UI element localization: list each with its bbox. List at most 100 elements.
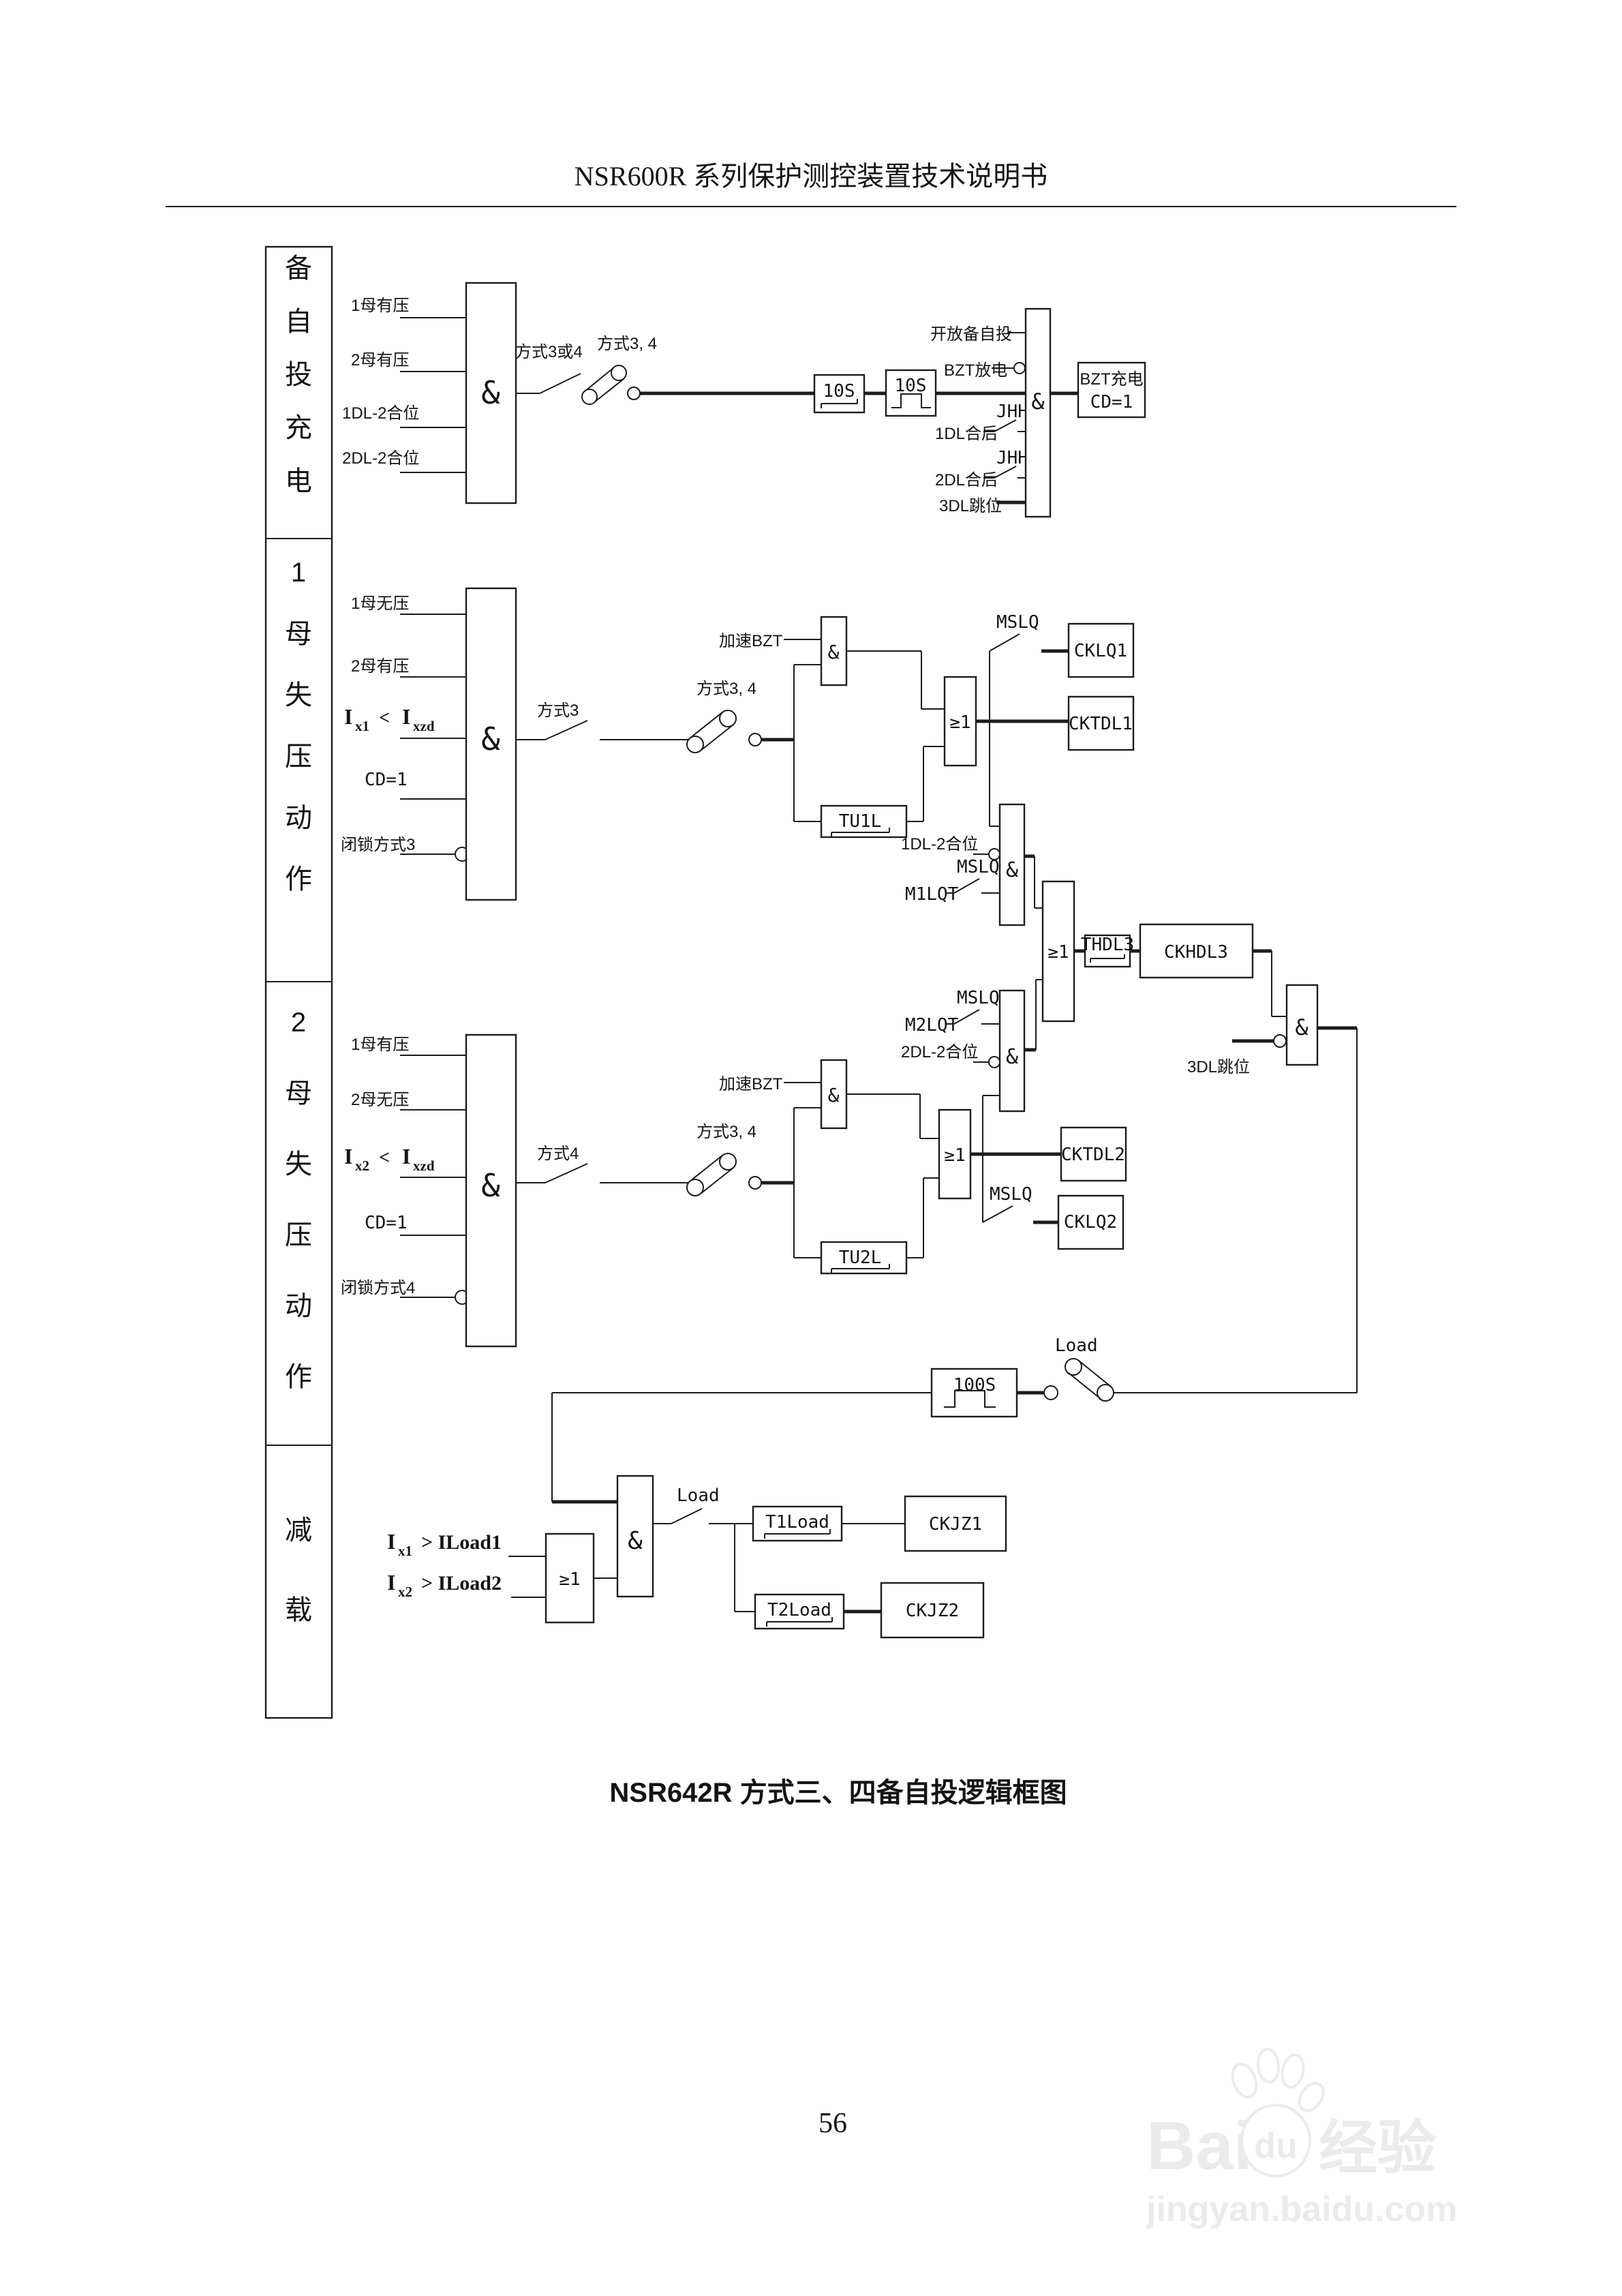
- mslq-switch-icon: [989, 633, 1020, 721]
- ix2-threshold-label: I x2 < I xzd: [344, 1144, 435, 1174]
- jhh-switch-icon: [983, 466, 1026, 479]
- and-gate-box: [1285, 984, 1319, 1066]
- mode-fuse-label: 方式3, 4: [597, 335, 657, 353]
- baidu-watermark: Bai du 经验 jingyan.baidu.com: [1146, 2048, 1458, 2229]
- svg-text:> ILoad1: > ILoad1: [421, 1531, 502, 1554]
- output-box-ckjz1: CKJZ1: [904, 1495, 1007, 1552]
- fuse-icon: [686, 1153, 737, 1196]
- mslq-label: MSLQ: [957, 988, 1000, 1008]
- output-box-ckjz2: CKJZ2: [880, 1582, 985, 1639]
- wires: [551, 1392, 932, 1504]
- sidebar-label-bus1: 1 母 失 压 动 作: [285, 558, 312, 894]
- mslq-switch-icon: [946, 1009, 1000, 1025]
- sidebar-char: 动: [285, 803, 312, 833]
- timer-box-t1load: T1Load: [752, 1505, 843, 1542]
- svg-text:xzd: xzd: [413, 1158, 435, 1174]
- sidebar-char: 减: [285, 1515, 312, 1545]
- timer-box-t2load: T2Load: [754, 1593, 845, 1630]
- m1lqt-label: M1LQT: [905, 884, 959, 905]
- sidebar-char: 1: [291, 558, 306, 588]
- input-label: 2母有压: [351, 657, 409, 676]
- watermark-jingyan: 经验: [1319, 2115, 1436, 2181]
- input-label: 3DL跳位: [939, 497, 1002, 515]
- mslq-label: MSLQ: [990, 1184, 1032, 1205]
- input-label: BZT放电: [944, 361, 1007, 380]
- mode-fuse-label: 方式3, 4: [697, 1123, 756, 1141]
- input-label: 2母有压: [351, 351, 409, 369]
- svg-text:> ILoad2: > ILoad2: [421, 1572, 502, 1595]
- svg-text:100S: 100S: [953, 1375, 996, 1395]
- svg-text:CKTDL1: CKTDL1: [1069, 714, 1133, 734]
- and-gate-label: &: [1295, 1014, 1309, 1040]
- sidebar-char: 压: [285, 1220, 312, 1250]
- sidebar: 备 自 投 充 电 1 母 失 压 动 作 2 母 失 压 动 作 减 载: [264, 245, 333, 1719]
- wires: [1317, 1026, 1358, 1393]
- and-gate-box: [998, 989, 1026, 1113]
- svg-text:TU1L: TU1L: [839, 811, 882, 832]
- or-gate-box: [1041, 880, 1075, 1023]
- section-charge: 1母有压 2母有压 1DL-2合位 2DL-2合位 & 方式3或4 方式3, 4…: [342, 282, 1146, 518]
- svg-text:BZT充电: BZT充电: [1080, 370, 1143, 389]
- switch-blade-icon: [539, 373, 581, 394]
- or-gate-label: ≥1: [1047, 942, 1069, 963]
- section-bus2: 1母有压 2母无压 I x2 < I xzd CD=1 闭锁方式4 & 方式4 …: [341, 979, 1127, 1348]
- wires: [400, 317, 540, 473]
- invert-circle-icon: [1013, 362, 1026, 374]
- and-gate-label: &: [828, 1084, 840, 1106]
- input-label: 2DL合后: [935, 471, 998, 489]
- timer-box-tu2l: TU2L: [820, 1241, 908, 1275]
- contact-circle-icon: [748, 1176, 762, 1190]
- sidebar-char: 2: [291, 1008, 306, 1038]
- accel-bzt-label: 加速BZT: [719, 632, 783, 650]
- timer-box-10s-delay: 10S: [813, 374, 866, 414]
- document-title: NSR600R 系列保护测控装置技术说明书: [575, 161, 1048, 192]
- svg-text:TU2L: TU2L: [839, 1248, 882, 1268]
- svg-text:CKLQ2: CKLQ2: [1064, 1212, 1117, 1233]
- input-label: 2DL-2合位: [342, 449, 419, 468]
- pulse-icon: [944, 1390, 996, 1408]
- svg-text:CKHDL3: CKHDL3: [1164, 942, 1228, 963]
- sidebar-label-bus2: 2 母 失 压 动 作: [285, 1008, 312, 1392]
- load-switch-label: Load: [677, 1485, 720, 1506]
- sidebar-char: 母: [285, 619, 312, 649]
- mode-switch-label: 方式3或4: [515, 343, 583, 361]
- ix2-load-label: I x2 > ILoad2: [387, 1570, 502, 1600]
- load-switch-label: Load: [1055, 1335, 1098, 1356]
- svg-text:THDL3: THDL3: [1081, 935, 1134, 955]
- output-box-bzt-charge: BZT充电 CD=1: [1077, 361, 1146, 419]
- jhh-switch-label: JHH: [996, 448, 1028, 468]
- ix1-threshold-label: I x1 < I xzd: [344, 704, 435, 734]
- sidebar-char: 作: [285, 864, 312, 894]
- input-label: 2DL-2合位: [901, 1043, 978, 1061]
- sidebar-char: 失: [285, 1149, 312, 1179]
- wires: [784, 1082, 939, 1258]
- mslq-label: MSLQ: [996, 612, 1039, 633]
- svg-text:x1: x1: [355, 718, 369, 734]
- sidebar-char: 备: [285, 254, 312, 284]
- page-number: 56: [818, 2108, 847, 2139]
- and-gate-box: [998, 803, 1026, 926]
- figure-caption: NSR642R 方式三、四备自投逻辑框图: [609, 1778, 1067, 1808]
- wires: [784, 639, 945, 822]
- sidebar-char: 动: [285, 1291, 312, 1321]
- input-label: 1母无压: [351, 594, 409, 613]
- svg-text:I: I: [402, 1144, 410, 1168]
- sidebar-char: 失: [285, 680, 312, 710]
- contact-circle-icon: [627, 387, 641, 400]
- and-gate-label: &: [1031, 389, 1045, 414]
- timer-box-100s: 100S: [930, 1368, 1018, 1418]
- and-gate-box: [465, 587, 517, 901]
- and-gate-box: [616, 1475, 654, 1598]
- svg-text:I: I: [344, 704, 352, 729]
- fuse-icon: [581, 365, 627, 405]
- svg-text:x2: x2: [398, 1584, 412, 1600]
- and-gate-label: &: [481, 721, 500, 757]
- wires: [989, 721, 1000, 827]
- and-gate-box: [1024, 307, 1052, 518]
- output-box-cklq2: CKLQ2: [1057, 1194, 1124, 1250]
- svg-text:x1: x1: [398, 1543, 412, 1559]
- contact-circle-icon: [1043, 1385, 1058, 1400]
- switch-blade-icon: [671, 1508, 703, 1524]
